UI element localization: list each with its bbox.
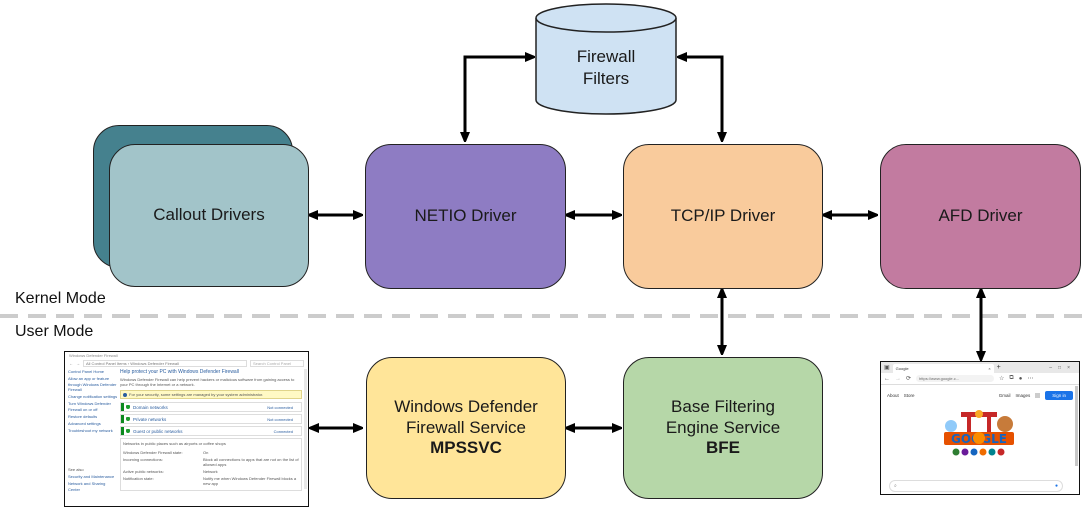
browser-toolbar: ← → ⟳ https://www.google.c... ☆ ⧉ ● ⋯ bbox=[881, 373, 1079, 385]
bfe-box: Base Filtering Engine Service BFE bbox=[623, 357, 823, 499]
arrow-tcpip-filters bbox=[678, 57, 722, 141]
microphone-icon: ● bbox=[1054, 483, 1058, 489]
afd-driver-label: AFD Driver bbox=[938, 206, 1023, 226]
refresh-icon: ⟳ bbox=[906, 376, 912, 382]
admin-warning: For your security, some settings are man… bbox=[120, 390, 302, 399]
back-icon: ← bbox=[884, 375, 890, 382]
browser-screenshot: ▣ Google× + –□× ← → ⟳ https://www.google… bbox=[880, 361, 1080, 495]
tcpip-driver-box: TCP/IP Driver bbox=[623, 144, 823, 289]
new-tab-icon: + bbox=[996, 364, 1001, 371]
kernel-mode-label: Kernel Mode bbox=[15, 290, 106, 307]
close-icon: × bbox=[988, 366, 991, 371]
firewall-ui-sidebar: Control Panel Home Allow an app or featu… bbox=[68, 369, 118, 492]
google-search-box: ⌕ ● bbox=[889, 480, 1063, 492]
shield-icon bbox=[126, 417, 130, 421]
firewall-ui-screenshot: Windows Defender Firewall ← → All Contro… bbox=[64, 351, 309, 507]
bfe-line2: Engine Service bbox=[665, 417, 781, 437]
browser-tab: Google× bbox=[892, 364, 994, 373]
scrollbar bbox=[1075, 386, 1078, 466]
firewall-filters-label: Firewall Filters bbox=[576, 47, 636, 89]
scrollbar bbox=[304, 369, 307, 489]
search-input: Search Control Panel bbox=[250, 359, 304, 367]
firewall-ui-main: Help protect your PC with Windows Defend… bbox=[120, 369, 302, 491]
shield-icon bbox=[126, 429, 130, 433]
mpssvc-line2: Firewall Service bbox=[406, 417, 526, 437]
mpssvc-box: Windows Defender Firewall Service MPSSVC bbox=[366, 357, 566, 499]
apps-icon bbox=[1035, 393, 1041, 398]
sign-in-button: Sign in bbox=[1045, 391, 1073, 400]
afd-driver-box: AFD Driver bbox=[880, 144, 1081, 289]
network-details: Networks in public places such as airpor… bbox=[120, 438, 302, 491]
browser-tabbar: ▣ Google× + –□× bbox=[881, 362, 1079, 373]
google-topbar: About Store Gmail Images Sign in bbox=[881, 385, 1079, 400]
bfe-line3: BFE bbox=[706, 438, 740, 458]
google-doodle: GOOGLE bbox=[944, 410, 1014, 456]
search-icon: ⌕ bbox=[894, 483, 897, 489]
shield-icon bbox=[126, 405, 130, 409]
firewall-ui-titlebar: Windows Defender Firewall bbox=[69, 353, 118, 358]
mpssvc-line1: Windows Defender bbox=[394, 397, 538, 417]
tab-actions-icon: ▣ bbox=[884, 365, 890, 371]
callout-drivers-label: Callout Drivers bbox=[153, 205, 265, 225]
favorites-icon: ☆ bbox=[999, 376, 1005, 382]
firewall-filters-cylinder bbox=[535, 3, 677, 115]
profile-icon: ● bbox=[1018, 375, 1023, 382]
back-icon: ← bbox=[69, 360, 73, 366]
breadcrumb: All Control Panel Items › Windows Defend… bbox=[83, 359, 247, 367]
collections-icon: ⧉ bbox=[1009, 375, 1014, 381]
window-controls: –□× bbox=[1049, 364, 1076, 371]
mpssvc-line3: MPSSVC bbox=[430, 438, 502, 458]
bfe-line1: Base Filtering bbox=[671, 397, 775, 417]
more-icon: ⋯ bbox=[1027, 376, 1034, 382]
forward-icon: → bbox=[76, 360, 80, 366]
netio-driver-box: NETIO Driver bbox=[365, 144, 566, 289]
tcpip-driver-label: TCP/IP Driver bbox=[670, 206, 776, 226]
address-bar: https://www.google.c... bbox=[916, 375, 995, 382]
callout-drivers-box: Callout Drivers bbox=[109, 144, 309, 287]
arrow-netio-filters bbox=[465, 57, 534, 141]
netio-driver-label: NETIO Driver bbox=[414, 206, 517, 226]
firewall-ui-addressbar: ← → All Control Panel Items › Windows De… bbox=[65, 359, 308, 367]
user-mode-label: User Mode bbox=[15, 323, 94, 340]
forward-icon: → bbox=[895, 375, 901, 382]
